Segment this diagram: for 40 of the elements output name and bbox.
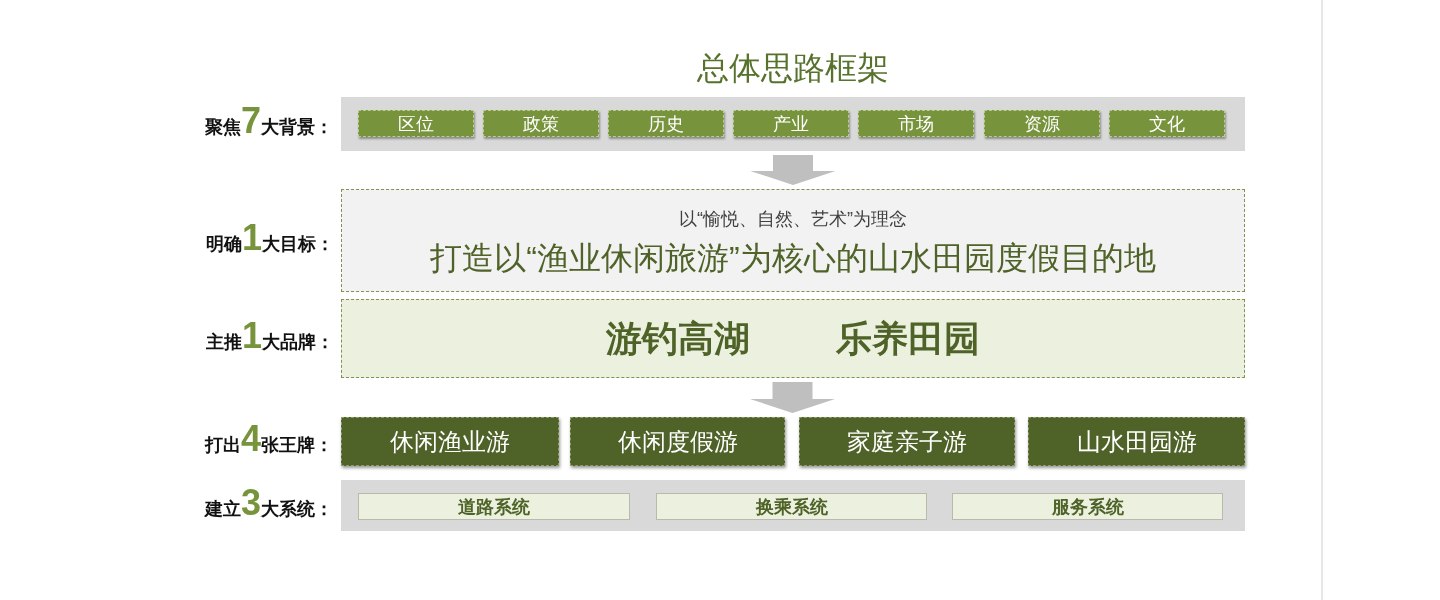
topic-tile [733, 110, 849, 137]
card-label: 山水田园游 [1076, 429, 1197, 454]
card-tile [570, 417, 785, 466]
topic-tile [858, 110, 974, 137]
system-label: 服务系统 [1051, 497, 1124, 516]
system-tile [952, 493, 1223, 520]
system-tile [656, 493, 927, 520]
row-label: 主推1大品牌： [205, 315, 334, 358]
tile-label: 政策 [523, 114, 559, 133]
system-label: 道路系统 [458, 497, 530, 516]
tile-label: 产业 [773, 114, 809, 133]
tile-label: 市场 [898, 114, 934, 133]
block-arrow [750, 382, 835, 413]
topic-tile [483, 110, 599, 137]
diagram-title: 总体思路框架 [697, 49, 889, 88]
topic-tile [1109, 110, 1225, 137]
goal-statement: 打造以“渔业休闲旅游”为核心的山水田园度假目的地 [430, 238, 1156, 278]
card-tile [341, 417, 559, 466]
card-label: 休闲度假游 [617, 429, 738, 454]
row-label: 明确1大目标： [205, 217, 334, 260]
tile-label: 历史 [648, 114, 684, 133]
card-label: 休闲渔业游 [390, 429, 510, 454]
topic-tile [608, 110, 724, 137]
row-label: 建立3大系统： [204, 482, 333, 525]
row-label: 打出4张王牌： [204, 419, 333, 461]
system-tile [358, 493, 630, 520]
card-tile [799, 417, 1015, 466]
theme-title: 乐养田园 [836, 316, 980, 361]
card-tile [1028, 417, 1245, 466]
theme-title: 游钓高湖 [606, 316, 750, 361]
topic-tile [984, 110, 1100, 137]
goal-motto: 以“愉悦、自然、艺术”为理念 [679, 207, 907, 230]
tile-label: 资源 [1024, 114, 1060, 133]
row-label: 聚焦7大背景： [204, 101, 333, 143]
block-arrow [750, 155, 836, 185]
tile-label: 文化 [1149, 114, 1185, 133]
tile-label: 区位 [398, 114, 434, 133]
card-label: 家庭亲子游 [847, 429, 967, 454]
topic-tile [358, 110, 474, 137]
system-label: 换乘系统 [755, 497, 828, 516]
